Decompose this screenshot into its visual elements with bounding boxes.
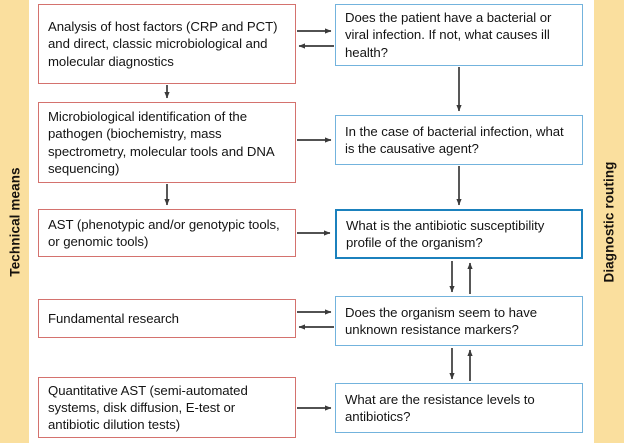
right-band: Diagnostic routing (594, 0, 624, 443)
box-ast-tools[interactable]: AST (phenotypic and/or genotypic tools, … (38, 209, 296, 257)
box-fundamental-research-label: Fundamental research (48, 310, 179, 326)
box-unknown-resistance-markers-label: Does the organism seem to have unknown r… (345, 304, 538, 337)
box-causative-agent[interactable]: In the case of bacterial infection, what… (335, 115, 583, 165)
box-resistance-levels-label: What are the resistance levels to antibi… (345, 391, 535, 424)
box-causative-agent-label: In the case of bacterial infection, what… (345, 123, 564, 156)
box-quantitative-ast[interactable]: Quantitative AST (semi-automated systems… (38, 377, 296, 438)
left-band: Technical means (0, 0, 29, 443)
box-susceptibility-profile-label: What is the antibiotic susceptibility pr… (346, 217, 545, 250)
box-pathogen-id-label: Microbiological identification of the pa… (48, 109, 274, 176)
box-ast-tools-label: AST (phenotypic and/or genotypic tools, … (48, 216, 280, 249)
box-fundamental-research[interactable]: Fundamental research (38, 299, 296, 338)
box-host-factors-label: Analysis of host factors (CRP and PCT) a… (48, 19, 278, 69)
right-band-label: Diagnostic routing (601, 160, 617, 283)
left-band-label: Technical means (7, 166, 22, 277)
box-resistance-levels[interactable]: What are the resistance levels to antibi… (335, 383, 583, 433)
box-host-factors[interactable]: Analysis of host factors (CRP and PCT) a… (38, 4, 296, 84)
box-quantitative-ast-label: Quantitative AST (semi-automated systems… (48, 382, 248, 433)
box-unknown-resistance-markers[interactable]: Does the organism seem to have unknown r… (335, 296, 583, 346)
box-bacterial-or-viral-label: Does the patient have a bacterial or vir… (345, 10, 552, 60)
box-susceptibility-profile[interactable]: What is the antibiotic susceptibility pr… (335, 209, 583, 259)
box-pathogen-id[interactable]: Microbiological identification of the pa… (38, 102, 296, 183)
box-bacterial-or-viral[interactable]: Does the patient have a bacterial or vir… (335, 4, 583, 66)
